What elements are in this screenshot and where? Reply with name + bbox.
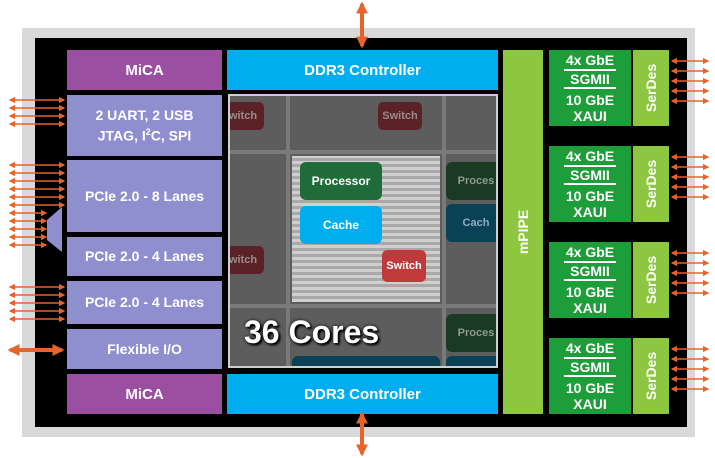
cache-block: Cache <box>300 206 382 244</box>
switch-faded-label: Switch <box>382 110 418 122</box>
xaui-label: XAUI <box>573 396 607 412</box>
processor-faded-bottomright: Proces <box>446 314 496 352</box>
switch-label: Switch <box>386 260 422 272</box>
xaui-label: XAUI <box>573 204 607 220</box>
serdes-block: SerDes <box>633 242 669 318</box>
uart-usb-jtag-block: 2 UART, 2 USB JTAG, I2C, SPI <box>67 95 222 156</box>
uart-usb-label: 2 UART, 2 USB <box>95 106 194 123</box>
switch-block: Switch <box>382 250 426 282</box>
pcie-4b-label: PCIe 2.0 - 4 Lanes <box>84 294 205 310</box>
mesh-line <box>230 150 496 154</box>
switch-faded-label: witch <box>228 110 258 122</box>
mesh-line <box>286 96 290 366</box>
serdes-block: SerDes <box>633 50 669 126</box>
cache-faded-bottom <box>292 356 440 366</box>
pcie-8-label: PCIe 2.0 - 8 Lanes <box>84 187 205 204</box>
10gbe-label: 10 GbE <box>565 380 615 396</box>
10gbe-label: 10 GbE <box>565 284 615 300</box>
cores-count-label: 36 Cores <box>244 314 380 350</box>
mesh-line <box>442 96 446 366</box>
switch-faded-topright: Switch <box>378 102 422 130</box>
switch-faded-midleft: witch <box>228 246 264 274</box>
mica-top: MiCA <box>67 50 222 90</box>
pcie-4-lanes-block-2: PCIe 2.0 - 4 Lanes <box>67 281 222 324</box>
processor-block: Processor <box>300 162 382 200</box>
xaui-label: XAUI <box>573 108 607 124</box>
i2c-superscript: 2 <box>145 126 151 137</box>
processor-label: Processor <box>311 174 371 188</box>
serdes-block: SerDes <box>633 146 669 222</box>
mica-top-label: MiCA <box>125 61 164 79</box>
cache-faded-right: Cach <box>446 204 496 242</box>
gbe-label: 4x GbE <box>565 340 615 356</box>
pcie-8-lanes-block: PCIe 2.0 - 8 Lanes <box>67 160 222 232</box>
pcie-connector-shape <box>47 207 62 252</box>
processor-faded-right: Proces <box>446 162 496 200</box>
gbe-label: 4x GbE <box>565 148 615 164</box>
sgmii-label: SGMII <box>564 357 616 377</box>
pcie-4-lanes-block-1: PCIe 2.0 - 4 Lanes <box>67 237 222 276</box>
flexible-io-label: Flexible I/O <box>107 340 182 357</box>
cache-faded-label: Cach <box>462 217 490 229</box>
sgmii-label: SGMII <box>564 165 616 185</box>
gbe-label: 4x GbE <box>565 52 615 68</box>
switch-faded-topleft: witch <box>228 102 264 130</box>
switch-faded-label: witch <box>228 254 258 266</box>
serdes-block: SerDes <box>633 338 669 414</box>
mica-bottom: MiCA <box>67 374 222 414</box>
mpipe-block: mPIPE <box>503 50 543 414</box>
mesh-line <box>230 304 496 308</box>
jtag-i-text: JTAG, I <box>97 127 146 144</box>
ddr3-bottom-label: DDR3 Controller <box>304 385 421 403</box>
flexible-io-block: Flexible I/O <box>67 329 222 369</box>
10gbe-label: 10 GbE <box>565 188 615 204</box>
pcie-4a-label: PCIe 2.0 - 4 Lanes <box>84 248 205 264</box>
processor-faded-label: Proces <box>457 175 495 187</box>
core-tile-highlighted: Processor Cache Switch <box>292 156 440 302</box>
jtag-i2c-spi-label: JTAG, I2C, SPI <box>98 124 191 145</box>
gbe-label: 4x GbE <box>565 244 615 260</box>
core-tile-array: witch Switch witch Processor Cache Switc… <box>228 94 498 368</box>
mica-bottom-label: MiCA <box>125 385 164 403</box>
ddr3-controller-top: DDR3 Controller <box>227 50 498 90</box>
ddr3-top-label: DDR3 Controller <box>304 61 421 79</box>
cache-label: Cache <box>322 218 360 232</box>
processor-faded-label: Proces <box>457 327 495 339</box>
sgmii-label: SGMII <box>564 261 616 281</box>
cache-faded-bottomright <box>446 356 496 366</box>
ddr3-controller-bottom: DDR3 Controller <box>227 374 498 414</box>
10gbe-label: 10 GbE <box>565 92 615 108</box>
xaui-label: XAUI <box>573 300 607 316</box>
sgmii-label: SGMII <box>564 69 616 89</box>
c-spi-text: C, SPI <box>150 127 192 144</box>
